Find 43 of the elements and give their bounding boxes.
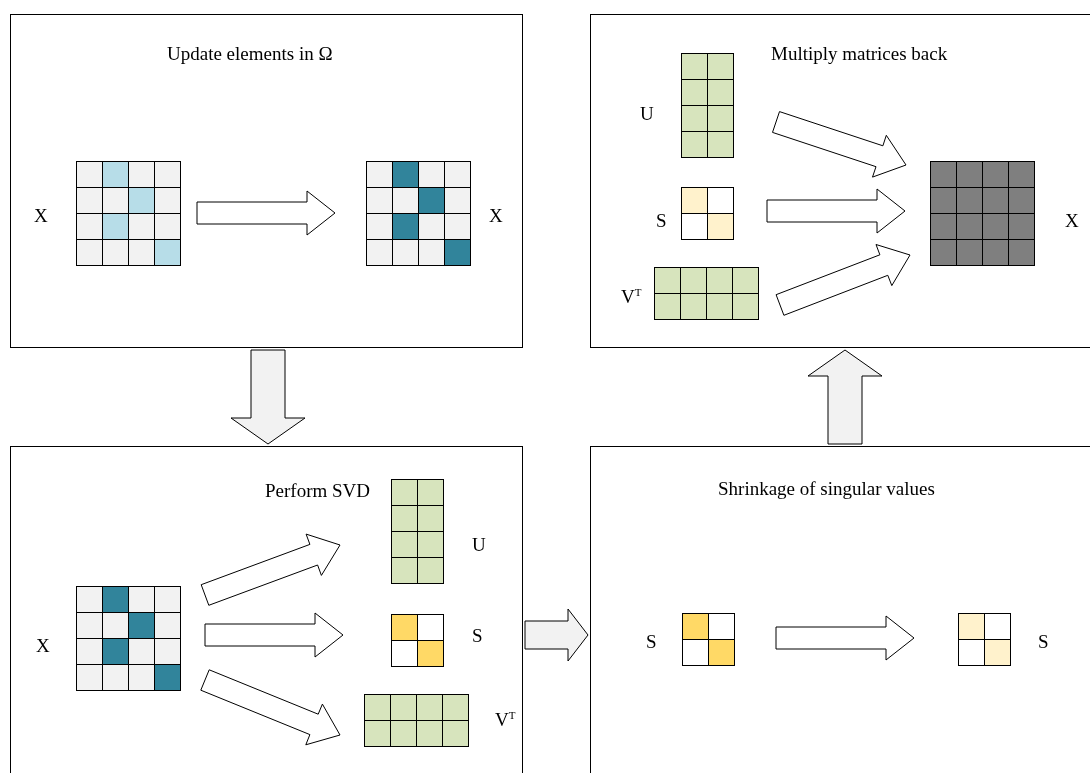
matrix-grid (682, 613, 735, 666)
matrix-label: S (646, 631, 657, 653)
block-arrow (766, 188, 906, 234)
block-arrow (200, 669, 341, 746)
matrix-label: S (472, 625, 483, 647)
matrix-grid (366, 161, 471, 266)
matrix-grid (391, 479, 444, 584)
block-arrow (230, 349, 306, 445)
step-panel (590, 14, 1090, 348)
matrix-grid (958, 613, 1011, 666)
matrix-label: U (472, 534, 486, 556)
block-arrow (775, 244, 911, 316)
block-arrow (204, 612, 344, 658)
step-panel (10, 446, 523, 773)
matrix-label: X (1065, 210, 1079, 232)
matrix-grid (76, 161, 181, 266)
matrix-label: V$^{T}$ (495, 709, 516, 732)
block-arrow (524, 608, 589, 662)
matrix-label: S (656, 210, 667, 232)
panel-title: Multiply matrices back (771, 43, 948, 65)
matrix-grid (930, 161, 1035, 266)
matrix-label: X (489, 205, 503, 227)
matrix-grid (364, 694, 469, 747)
panel-title: Perform SVD (265, 480, 371, 502)
matrix-grid (681, 53, 734, 158)
matrix-label: S (1038, 631, 1049, 653)
matrix-label: U (640, 103, 654, 125)
matrix-label: V$^{T}$ (621, 286, 642, 309)
step-panel (10, 14, 523, 348)
block-arrow (196, 190, 336, 236)
matrix-label: X (36, 635, 50, 657)
block-arrow (807, 349, 883, 445)
matrix-grid (654, 267, 759, 320)
block-arrow (772, 111, 907, 178)
matrix-grid (391, 614, 444, 667)
step-panel (590, 446, 1090, 773)
block-arrow (775, 615, 915, 661)
panel-title: Update elements in Ω (167, 43, 333, 65)
matrix-grid (681, 187, 734, 240)
panel-title: Shrinkage of singular values (718, 478, 935, 500)
block-arrow (200, 533, 341, 606)
matrix-grid (76, 586, 181, 691)
matrix-label: X (34, 205, 48, 227)
